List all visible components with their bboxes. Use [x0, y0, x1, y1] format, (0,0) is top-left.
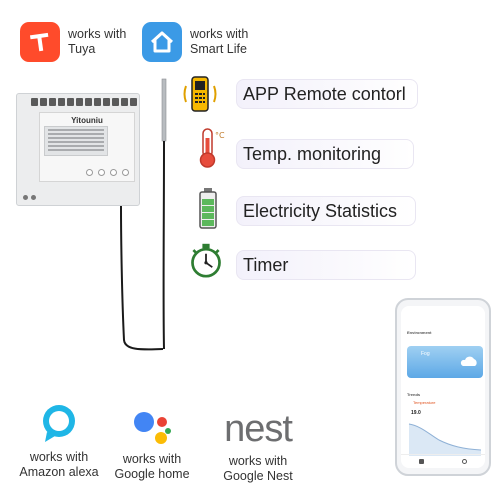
feature-label-temperature: Temp. monitoring [236, 139, 414, 169]
feature-app-remote [182, 74, 218, 114]
battery-icon [190, 188, 226, 229]
feature-timer [188, 240, 224, 280]
mobile-phone-icon [182, 74, 218, 114]
device-button [98, 169, 105, 176]
feature-electricity [190, 188, 226, 229]
weather-card: Fog [407, 346, 483, 378]
google-nest-badge: nest works with Google Nest [208, 410, 308, 484]
nav-home-icon [419, 459, 424, 464]
stopwatch-icon [188, 240, 224, 280]
phone-nav-bar [401, 454, 485, 468]
smart-switch-device-icon: Yitouniu [16, 93, 140, 206]
google-home-line1: works with [122, 452, 182, 466]
thermometer-icon: °C [190, 128, 226, 168]
google-nest-line1: works with [228, 454, 288, 468]
temperature-trend-graph [408, 423, 482, 456]
google-assistant-logo-icon [134, 412, 171, 444]
device-button [110, 169, 117, 176]
smart-life-line2: Smart Life [190, 42, 247, 56]
svg-text:°C: °C [215, 131, 225, 140]
device-button [122, 169, 129, 176]
status-led [31, 195, 36, 200]
spec-label [44, 126, 108, 156]
status-led [23, 195, 28, 200]
alexa-line2: Amazon alexa [19, 465, 99, 479]
feature-temperature: °C [190, 128, 226, 168]
smart-life-badge: works with Smart Life [142, 22, 248, 62]
alexa-line1: works with [29, 450, 89, 464]
smart-life-line1: works with [190, 27, 249, 41]
device-brand: Yitouniu [71, 116, 103, 125]
phone-section: Trends [407, 392, 421, 397]
tuya-badge: works with Tuya [20, 22, 126, 62]
tuya-line2: Tuya [68, 42, 96, 56]
feature-label-timer: Timer [236, 250, 416, 280]
google-nest-line2: Google Nest [223, 469, 293, 483]
device-front-panel: Yitouniu [39, 112, 135, 182]
smart-life-logo-icon [142, 22, 182, 62]
feature-label-app-remote: APP Remote contorl [236, 79, 418, 109]
phone-header: Environment [407, 330, 432, 335]
cloud-icon [460, 356, 477, 366]
alexa-logo-icon [43, 405, 75, 442]
weather-label: Fog [421, 351, 430, 357]
tuya-logo-icon [20, 22, 60, 62]
tuya-line1: works with [68, 27, 127, 41]
phone-value: 19.0 [411, 410, 421, 416]
feature-label-electricity: Electricity Statistics [236, 196, 416, 226]
nest-logo-icon: nest [224, 408, 293, 450]
terminal-block [31, 98, 137, 106]
phone-metric: Temperature [413, 400, 436, 405]
phone-mockup: Environment Fog Trends Temperature 19.0 [395, 298, 491, 476]
google-home-line2: Google home [114, 467, 190, 481]
alexa-badge: works with Amazon alexa [14, 402, 104, 480]
google-home-badge: works with Google home [107, 408, 197, 482]
nav-me-icon [462, 459, 467, 464]
phone-screen: Environment Fog Trends Temperature 19.0 [401, 306, 485, 468]
device-button [86, 169, 93, 176]
